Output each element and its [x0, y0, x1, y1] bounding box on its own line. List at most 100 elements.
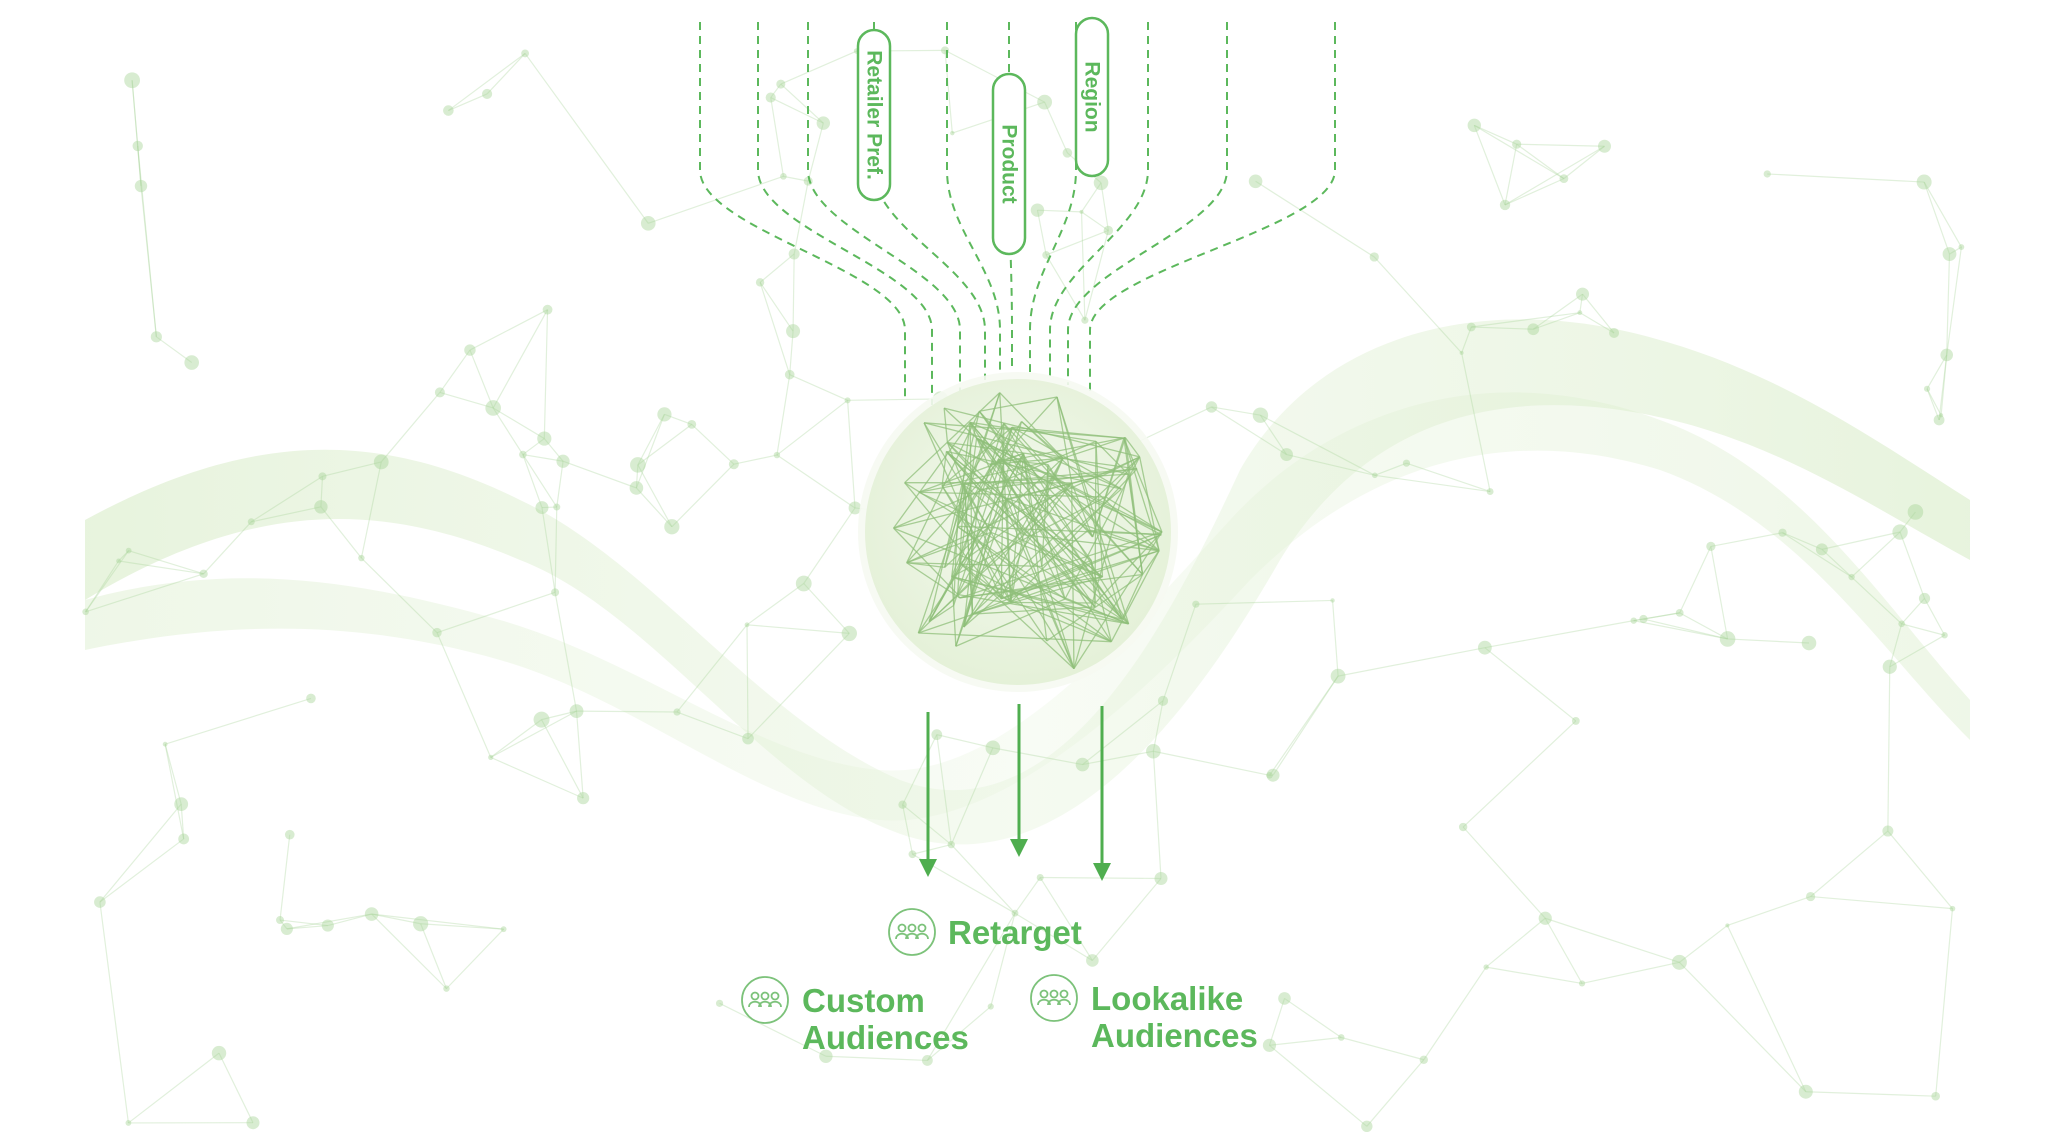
- network-link: [746, 624, 850, 634]
- network-link: [85, 560, 120, 613]
- network-link: [1727, 895, 1811, 927]
- orb-network-link: [997, 459, 1024, 535]
- network-node: [921, 1055, 933, 1066]
- network-link: [1679, 924, 1728, 963]
- network-node: [1527, 323, 1540, 336]
- network-link: [1532, 293, 1583, 330]
- network-link: [746, 583, 805, 626]
- network-link: [575, 711, 584, 799]
- orb-network-link: [957, 532, 992, 595]
- network-node: [1486, 488, 1494, 495]
- network-link: [1887, 830, 1953, 909]
- network-link: [1091, 878, 1162, 961]
- network-link: [1581, 961, 1680, 984]
- network-node: [1103, 225, 1114, 236]
- network-node: [577, 792, 590, 805]
- network-node: [744, 622, 750, 628]
- network-link: [1940, 354, 1948, 416]
- network-node: [1958, 244, 1965, 250]
- network-node: [765, 92, 776, 103]
- network-link: [770, 83, 782, 98]
- orb-network-link: [963, 483, 974, 615]
- network-link: [664, 413, 693, 425]
- network-node: [1798, 1084, 1813, 1099]
- network-link: [1889, 623, 1903, 667]
- network-link: [118, 550, 130, 562]
- network-link: [1643, 612, 1680, 620]
- network-link: [635, 464, 639, 488]
- network-node: [1576, 287, 1590, 301]
- network-link: [847, 398, 941, 401]
- orb-network-link: [893, 440, 1097, 529]
- orb-network-link: [989, 463, 1123, 620]
- network-link: [1782, 532, 1852, 578]
- network-link: [180, 804, 185, 839]
- network-link: [846, 400, 856, 508]
- orb-network-link: [947, 441, 1138, 470]
- network-link: [1821, 531, 1901, 550]
- network-node: [1419, 1055, 1428, 1064]
- orb-network-link: [963, 489, 981, 628]
- orb-network-link: [943, 408, 949, 443]
- network-link: [776, 399, 848, 456]
- network-link: [360, 461, 382, 559]
- network-link: [1923, 181, 1951, 255]
- orb-network-link: [941, 426, 1013, 487]
- network-node: [569, 704, 584, 719]
- network-node: [1252, 407, 1269, 423]
- network-node: [1157, 695, 1169, 706]
- network-node: [1559, 174, 1569, 184]
- network-node: [1011, 909, 1019, 917]
- network-link: [118, 560, 204, 575]
- network-link: [1082, 700, 1164, 766]
- network-node: [162, 741, 168, 747]
- network-link: [1084, 230, 1109, 321]
- output-label-custom-line2: Audiences: [802, 1019, 969, 1056]
- network-link: [541, 719, 584, 799]
- network-node: [1639, 614, 1648, 624]
- network-link: [733, 454, 778, 465]
- input-dashed-line: [1067, 22, 1228, 385]
- orb-network-link: [904, 482, 1123, 620]
- network-link: [286, 924, 328, 930]
- network-link: [469, 309, 548, 351]
- orb-network-link: [1139, 456, 1160, 551]
- network-link: [439, 391, 494, 409]
- network-link: [1923, 598, 1946, 636]
- network-node: [373, 454, 389, 470]
- orb-network-link: [979, 396, 1058, 412]
- network-link: [286, 913, 372, 930]
- network-link: [541, 507, 556, 593]
- orb-network-link: [1062, 437, 1126, 459]
- network-link: [1461, 326, 1472, 354]
- network-node: [776, 79, 786, 89]
- network-node: [535, 501, 549, 515]
- orb-network-link: [1141, 550, 1160, 575]
- network-link: [420, 923, 448, 989]
- network-link: [936, 734, 993, 749]
- network-link: [1727, 638, 1810, 644]
- network-node: [178, 833, 190, 845]
- network-node: [931, 729, 943, 741]
- orb-network-link: [972, 576, 1103, 615]
- network-node: [773, 451, 781, 459]
- network-node: [1923, 385, 1931, 392]
- network-link: [1901, 623, 1945, 636]
- network-link: [1286, 453, 1375, 476]
- network-link: [1471, 312, 1580, 328]
- network-node: [276, 916, 285, 925]
- network-node: [521, 49, 530, 58]
- network-link: [747, 632, 850, 740]
- orb-network-link: [1056, 396, 1130, 625]
- network-node: [1512, 139, 1522, 149]
- input-dashed-line: [699, 22, 906, 400]
- orb-network-link: [955, 598, 1066, 647]
- network-link: [99, 838, 185, 903]
- network-node: [132, 140, 143, 152]
- input-pill-region: Region: [1074, 16, 1110, 178]
- network-link: [448, 93, 488, 112]
- network-link: [1484, 647, 1577, 722]
- network-link: [1259, 414, 1288, 455]
- network-node: [1499, 199, 1511, 211]
- orb-network-link: [976, 437, 1160, 552]
